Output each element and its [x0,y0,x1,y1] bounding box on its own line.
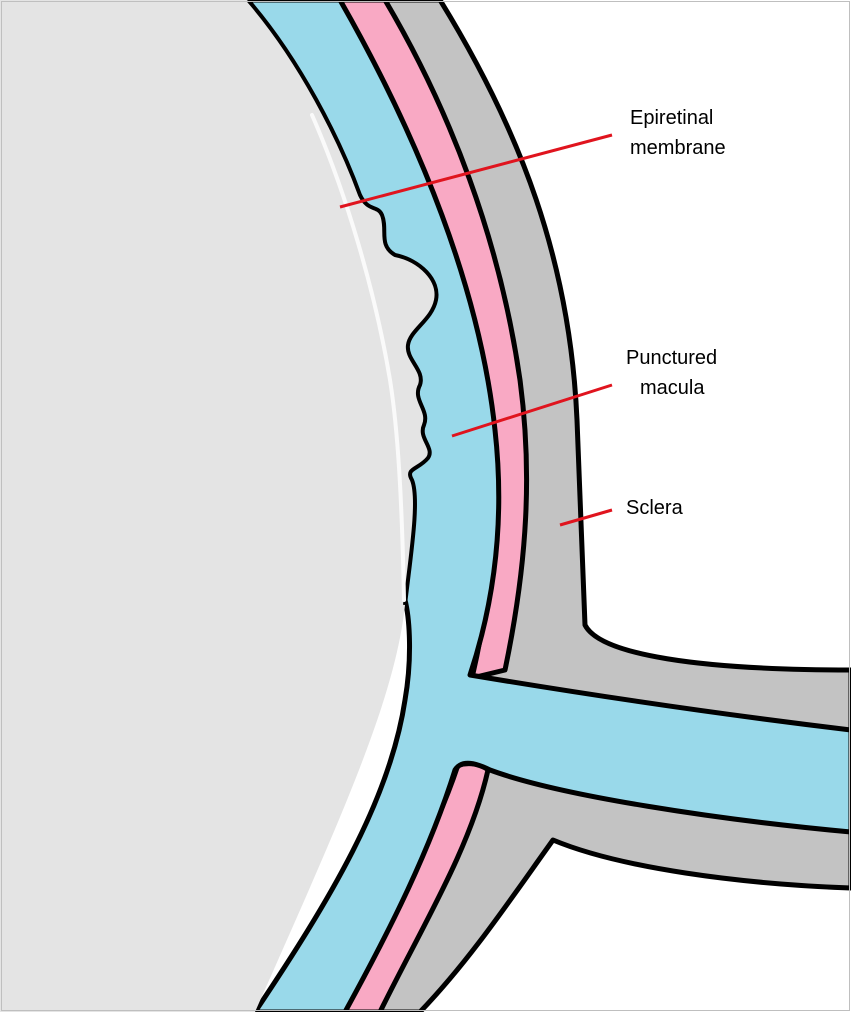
epiretinal-leader-line [339,133,613,209]
sclera-leader-line [559,508,613,527]
punctured-macula-label-line1: Punctured [626,347,717,369]
sclera-label: Sclera [626,497,684,519]
punctured-macula-leader-line [451,383,613,438]
membrane-highlight [310,113,406,602]
punctured-macula-label-line2: macula [640,377,705,399]
epiretinal-label-line1: Epiretinal [630,107,713,129]
epiretinal-membrane-edge [246,0,439,606]
epiretinal-label-line2: membrane [630,137,726,159]
vitreous-body [0,0,437,1012]
